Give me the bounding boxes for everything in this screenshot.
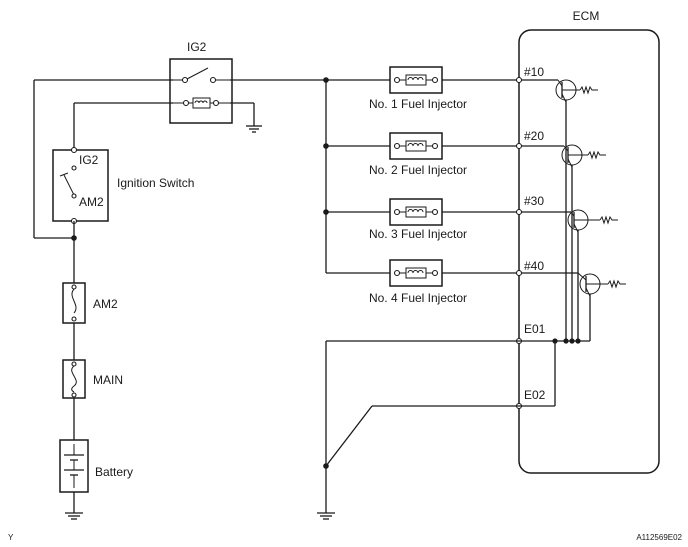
driver-transistor-2	[561, 144, 606, 168]
relay-label: IG2	[187, 40, 207, 54]
fuel-injector-4	[389, 259, 443, 287]
ecm-terminal-e01: E01	[524, 322, 546, 336]
ecm-terminal-20: #20	[524, 129, 544, 143]
fuel-injector-4-label: No. 4 Fuel Injector	[369, 291, 467, 305]
fuel-injector-1	[389, 66, 443, 94]
fuel-injector-2-label: No. 2 Fuel Injector	[369, 163, 467, 177]
relay-ground-icon	[246, 125, 262, 133]
ecm-terminal-40: #40	[524, 259, 544, 273]
ecm-title: ECM	[573, 9, 600, 23]
ignition-switch-box	[52, 149, 109, 222]
ecm-terminal-e02: E02	[524, 388, 546, 402]
fuel-injector-2	[389, 132, 443, 160]
ignition-switch: IG2 AM2	[52, 146, 109, 225]
ecm-ground-icon	[317, 512, 335, 520]
fuse-am2	[62, 282, 86, 324]
figure-id: A112569E02	[636, 533, 682, 542]
ecm-terminal-10: #10	[524, 65, 544, 79]
battery-ground-icon	[65, 512, 83, 520]
driver-transistor-1	[555, 79, 598, 103]
fuse-main-label: MAIN	[93, 373, 123, 387]
ignition-switch-terminal-bottom: AM2	[79, 195, 104, 209]
fuel-injector-3-label: No. 3 Fuel Injector	[369, 227, 467, 241]
fuse-am2-label: AM2	[93, 297, 118, 311]
fuse-main	[62, 359, 86, 399]
battery-label: Battery	[95, 465, 133, 479]
footer-left-code: Y	[8, 533, 14, 542]
fuel-injector-1-label: No. 1 Fuel Injector	[369, 97, 467, 111]
ignition-switch-label: Ignition Switch	[117, 176, 194, 190]
ig2-relay: IG2	[169, 40, 233, 124]
ignition-switch-terminal-top: IG2	[79, 153, 99, 167]
ecm-box	[518, 29, 660, 474]
ecm-terminal-30: #30	[524, 194, 544, 208]
relay-box	[169, 58, 233, 124]
battery	[59, 439, 89, 493]
fuel-injector-3	[389, 198, 443, 226]
